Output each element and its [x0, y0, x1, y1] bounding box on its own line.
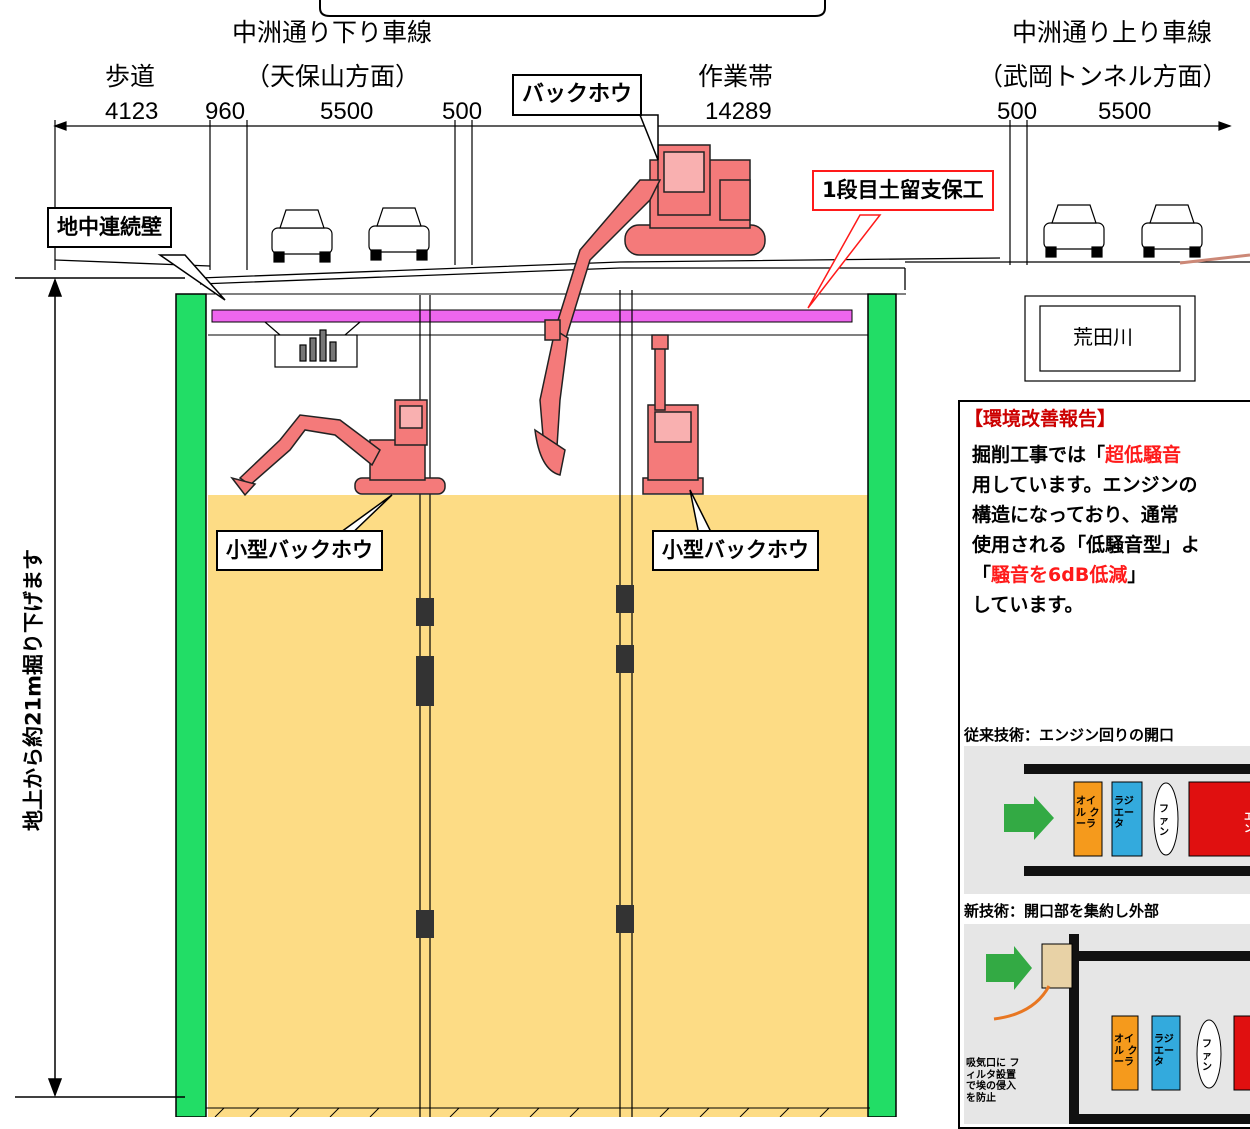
- report-line-4: 使用される「低騒音型」よ: [972, 534, 1201, 556]
- report-title: 【環境改善報告】: [964, 408, 1117, 430]
- depth-label: 地上から約21m掘り下げます: [21, 548, 46, 832]
- diaphragm-wall-left: [175, 293, 207, 1117]
- small-backhoe-right-callout: 小型バックホウ: [652, 530, 819, 571]
- dimension-line: [53, 120, 1232, 270]
- panel-old-diagram: オイル クーラ ラジ エータ ファン エン: [964, 746, 1250, 894]
- river-box: [1024, 295, 1196, 382]
- old-fan: ファン: [1159, 804, 1169, 838]
- panel-new-title: 新技術：開口部を集約し外部: [964, 902, 1160, 920]
- depth-arrow: [15, 277, 185, 1098]
- left-road-direction: （天保山方面）: [245, 62, 421, 91]
- work-zone-label: 作業帯: [698, 62, 774, 91]
- new-radiator: ラジ エータ: [1154, 1034, 1174, 1068]
- panel-old-title: 従来技術：エンジン回りの開口: [964, 726, 1175, 744]
- old-engine: エン: [1244, 812, 1250, 835]
- small-backhoe-left: [230, 399, 446, 497]
- right-road-name: 中洲通り上り車線: [1012, 18, 1213, 47]
- dim-right-median: 500: [997, 98, 1038, 125]
- diaphragm-wall-right: [867, 293, 897, 1117]
- old-radiator: ラジ エータ: [1114, 796, 1134, 830]
- dim-work-zone: 14289: [705, 98, 772, 125]
- environment-report-panel: 【環境改善報告】 掘削工事では「超低騒音 用しています。エンジンの 構造になって…: [958, 400, 1250, 1129]
- right-road-direction: （武岡トンネル方面）: [978, 62, 1228, 91]
- small-backhoe-right: [642, 334, 704, 495]
- car-icons: [271, 204, 1203, 263]
- backhoe-callout: バックホウ: [512, 74, 643, 116]
- new-oil-cooler: オイル クーラ: [1114, 1034, 1138, 1068]
- report-line-2: 用しています。エンジンの: [972, 474, 1198, 496]
- dim-left-median: 500: [442, 98, 483, 125]
- bottom-hatch: [206, 1107, 870, 1117]
- intake-filter-note: 吸気口に フィルタ設置 で埃の侵入 を防止: [966, 1058, 1020, 1104]
- dim-right-lanes: 5500: [1098, 98, 1152, 125]
- diaphragm-wall-callout: 地中連続壁: [47, 207, 172, 248]
- new-fan: ファン: [1202, 1039, 1212, 1073]
- soil-area: [208, 495, 868, 1117]
- report-line-1: 掘削工事では「超低騒音: [972, 444, 1182, 466]
- panel-new-diagram: オイル クーラ ラジ エータ ファン 吸気口に フィルタ設置 で埃の侵入 を防止: [964, 924, 1250, 1124]
- dim-sidewalk: 4123: [105, 98, 159, 125]
- old-oil-cooler: オイル クーラ: [1076, 796, 1100, 830]
- hanging-bucket: [264, 321, 361, 368]
- pile-joints: [416, 585, 634, 938]
- report-line-5: 「騒音を6dB低減」: [972, 564, 1147, 586]
- support-strut: [211, 309, 853, 323]
- callout-pointers: [157, 114, 882, 541]
- sidewalk-label: 歩道: [105, 62, 156, 91]
- top-frame: [319, 0, 826, 17]
- river-label: 荒田川: [1073, 325, 1133, 349]
- dim-shoulder: 960: [205, 98, 246, 125]
- report-line-6: しています。: [972, 594, 1084, 616]
- report-line-3: 構造になっており、通常: [972, 504, 1179, 526]
- old-engine-svg: [1004, 764, 1250, 876]
- road-surface: [54, 257, 1250, 290]
- backhoe-main: [534, 144, 766, 476]
- support-callout: 1段目土留支保工: [812, 170, 994, 211]
- small-backhoe-left-callout: 小型バックホウ: [216, 530, 383, 571]
- left-road-name: 中洲通り下り車線: [232, 18, 433, 47]
- dim-left-lanes: 5500: [320, 98, 374, 125]
